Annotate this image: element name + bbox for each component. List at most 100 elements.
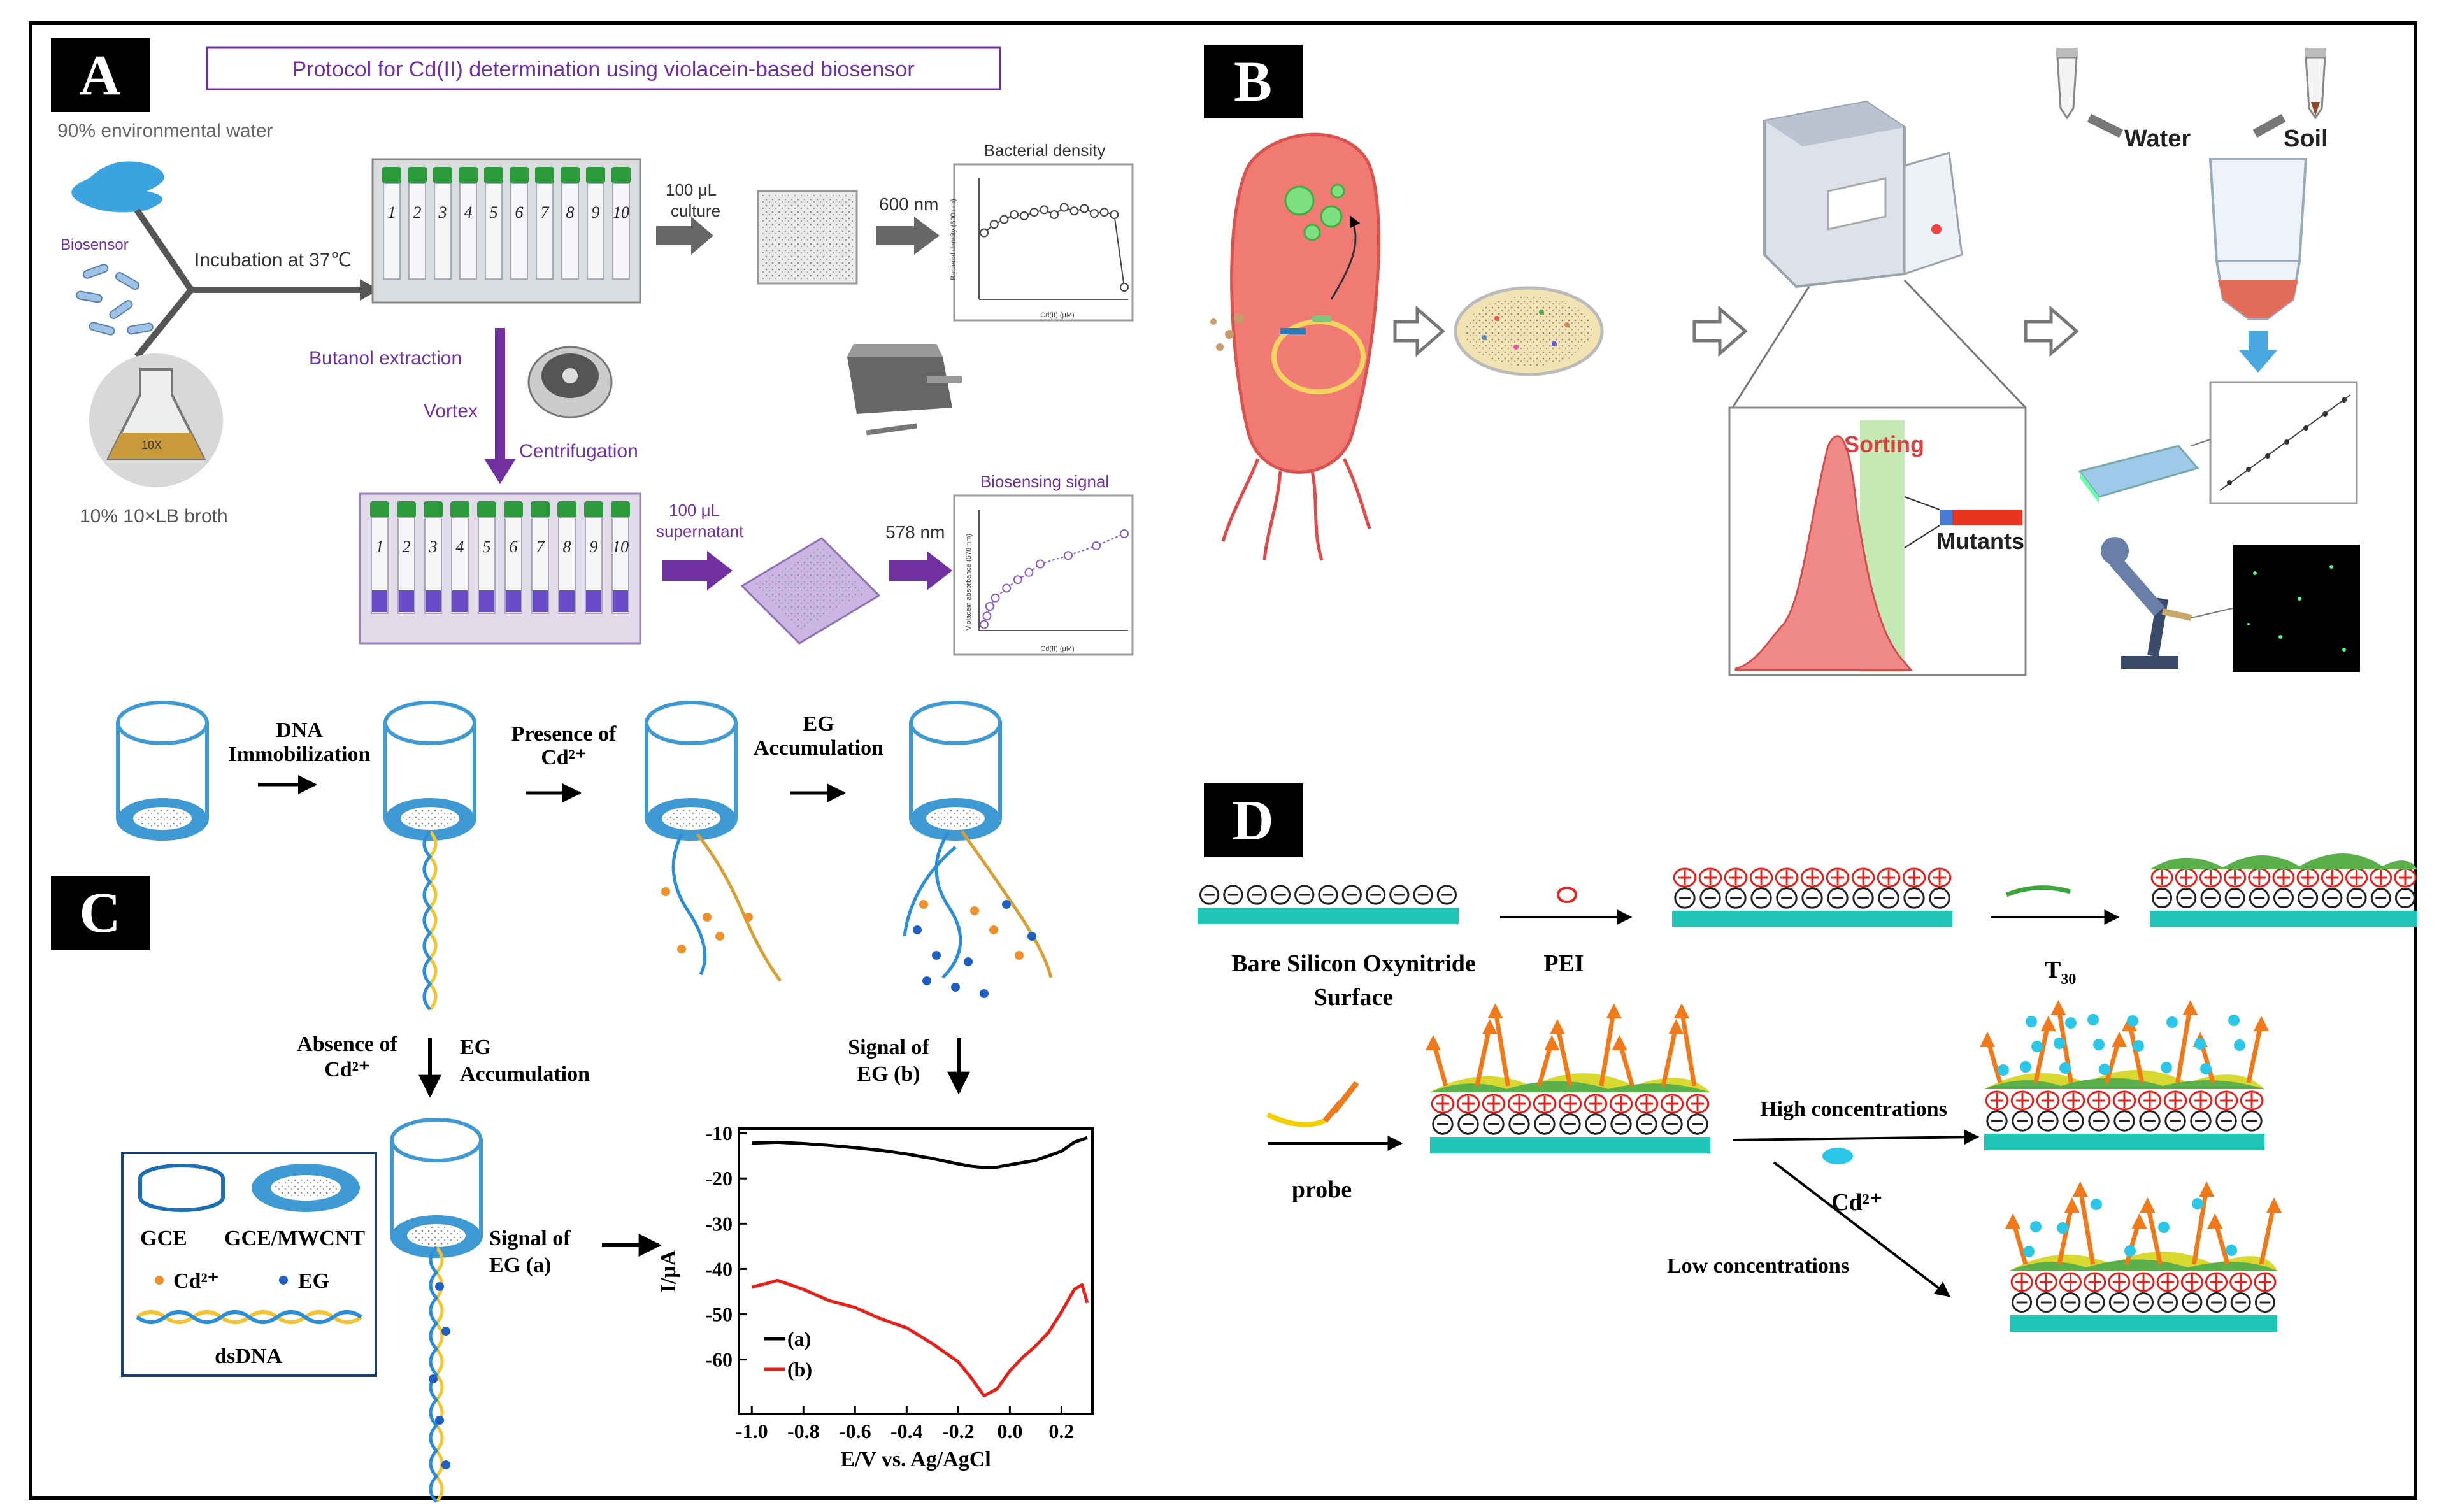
chart1-point [1050, 210, 1059, 219]
probe-tip [1980, 1032, 1995, 1047]
panel-d-letter: D [1233, 789, 1274, 852]
step3-line2: Accumulation [754, 736, 883, 760]
cd-ion [2133, 1040, 2144, 1052]
step2-line1: Presence of [511, 722, 617, 746]
probe-strand [2259, 1203, 2277, 1265]
cd-ion [2059, 1062, 2071, 1074]
electrode-top [645, 701, 738, 745]
cv-x-tick-label: 0.0 [997, 1420, 1022, 1443]
rack2-liquid [426, 590, 441, 612]
eg-dot [913, 925, 922, 934]
low-arrow [1773, 1161, 1950, 1297]
cd-ion [2023, 1246, 2035, 1257]
panel-a-label-box [51, 38, 150, 112]
surface-pei [1672, 867, 1952, 927]
probe-tip [2072, 1181, 2088, 1197]
probe-strand [2175, 1006, 2193, 1083]
outer-frame [29, 21, 2417, 1500]
rack1-cap [433, 167, 452, 183]
chart2-point [982, 611, 992, 621]
bacterial-density-title: Bacterial density [984, 141, 1106, 160]
rack2-cap [504, 501, 523, 518]
teal-substrate [2010, 1315, 2277, 1332]
sorting-label: Sorting [1844, 431, 1924, 457]
absence-line2: Cd²⁺ [324, 1058, 370, 1081]
cd-ion [2192, 1198, 2203, 1209]
calibration-plot [2078, 381, 2358, 504]
cd-ion [677, 945, 686, 953]
rack1-tube [612, 183, 630, 280]
chart1-point [1059, 203, 1069, 212]
arrow-to-chart1 [876, 217, 940, 255]
cv-y-tick-label: -60 [705, 1348, 733, 1371]
electrode-row [116, 701, 1053, 1503]
t30-layer [1430, 1081, 1710, 1092]
probe-tip [2112, 1032, 2128, 1047]
rack2-number: 1 [376, 538, 384, 556]
chart1-xlabel: Cd(II) (μM) [1040, 311, 1074, 319]
probe-tip [2182, 1000, 2198, 1015]
probe-tip [2199, 1181, 2215, 1197]
electrode-top [116, 701, 209, 745]
hollow-arrow-1 [1393, 305, 1445, 357]
cv-x-tick-label: -0.4 [890, 1420, 923, 1443]
legend-gce: GCE [140, 1227, 187, 1250]
panel-a: A Protocol for Cd(II) determination usin… [51, 38, 1134, 656]
probe-strand [2127, 1022, 2145, 1083]
cd-ion [2057, 1222, 2068, 1234]
electrode-top [909, 701, 1002, 745]
soil-label: Soil [2284, 125, 2328, 152]
plate-reader-icon [847, 344, 962, 436]
single-strand-blue [671, 833, 707, 976]
chart2-ylabel: Violacein absorbance (578 nm) [965, 534, 973, 631]
rack2-liquid [533, 590, 548, 612]
rack2-liquid [399, 590, 414, 612]
probe-tip [2040, 1016, 2056, 1031]
rack2-number: 8 [563, 538, 571, 556]
rack1-tube [536, 183, 554, 280]
panel-a-letter: A [80, 44, 121, 107]
cv-series-line [751, 1278, 1089, 1398]
chart1-point [999, 215, 1009, 224]
surface-probe [1426, 1003, 1710, 1153]
probe-label: probe [1292, 1176, 1352, 1203]
chart1-point [1019, 211, 1029, 220]
cd-ion [2030, 1221, 2042, 1232]
electrode-dna [383, 701, 476, 841]
mwcnt-layer [929, 809, 982, 828]
rack2-liquid [452, 590, 468, 612]
probe-strand [2191, 1187, 2209, 1265]
biosensor-cells-icon [76, 264, 154, 336]
rack1-tube [485, 183, 503, 280]
rack2-number: 3 [429, 538, 438, 556]
electrode-signal-a [390, 1118, 483, 1258]
rack2-cap [557, 501, 576, 518]
t30-icon [2005, 885, 2071, 897]
cd-ion [2234, 1039, 2245, 1051]
eg-dot [922, 976, 931, 985]
eg-dot [429, 1374, 438, 1383]
rack2-number: 7 [536, 538, 545, 556]
cd-ion [989, 925, 998, 934]
teal-substrate [1430, 1137, 1710, 1153]
cd-ion [1998, 1064, 2009, 1076]
probe-strand [2057, 1203, 2075, 1265]
eg-dot [435, 1282, 444, 1291]
bacterial-density-chart: Bacterial density Bacterial density (600… [950, 141, 1134, 322]
eg-dot [964, 957, 973, 966]
chart2-point [985, 602, 994, 611]
arrow-to-plate2 [662, 551, 733, 590]
pei-label: PEI [1543, 950, 1584, 977]
step1-line2: Immobilization [229, 743, 371, 766]
cv-y-tick-label: -40 [705, 1257, 733, 1280]
cd-ion [2194, 1038, 2206, 1050]
surface-high-cd [1980, 1000, 2269, 1150]
probe-tip [2131, 1213, 2147, 1229]
rack2-liquid [372, 590, 387, 612]
rack1-tube [408, 183, 426, 280]
single-strand-blue [903, 846, 957, 937]
dsdna-1 [422, 830, 438, 1011]
cd-ion [715, 932, 724, 941]
cv-series-line [752, 1136, 1088, 1169]
